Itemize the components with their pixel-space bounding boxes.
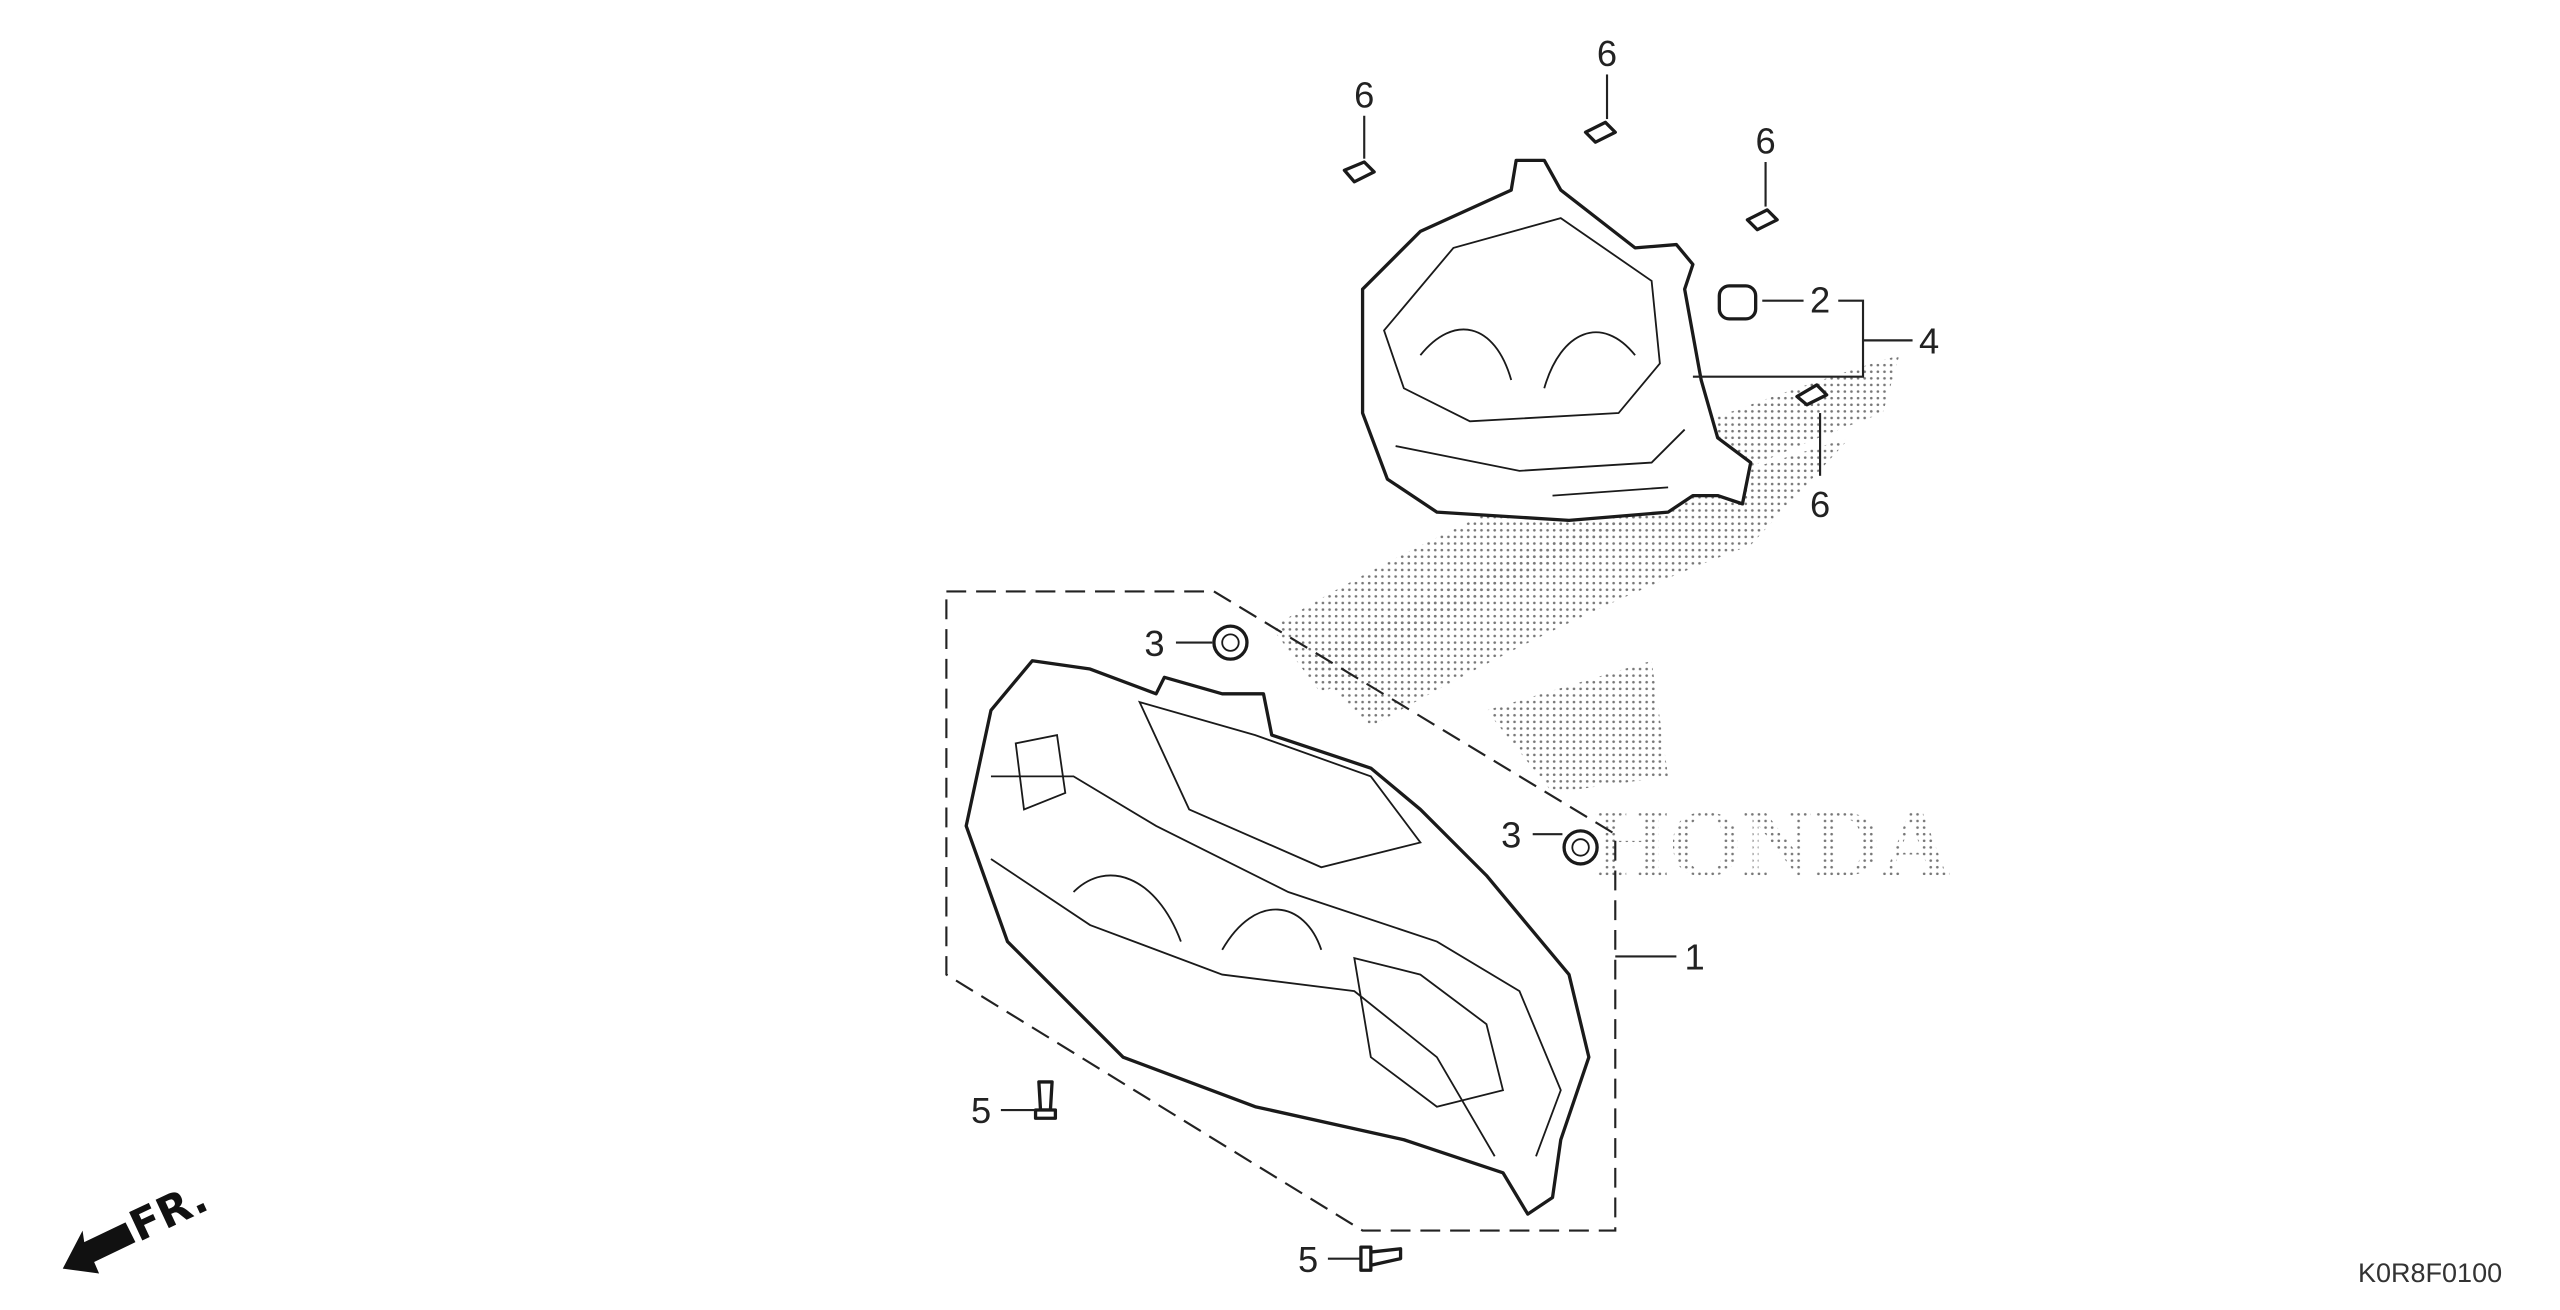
callout-1: 1 <box>1684 937 1704 978</box>
screw-6 <box>1745 208 1779 232</box>
grommet-part-3 <box>1562 829 1599 866</box>
callout-6: 6 <box>1354 74 1374 115</box>
screw-6 <box>1795 383 1829 407</box>
honda-watermark-text: HONDA <box>1594 790 1951 896</box>
callout-6: 6 <box>1810 484 1830 525</box>
grommet-part-3 <box>1212 624 1249 661</box>
leader-lines <box>1000 74 1913 1260</box>
front-arrow-icon <box>62 1222 136 1274</box>
front-direction-indicator: FR. <box>62 1173 215 1274</box>
callout-6: 6 <box>1755 121 1775 162</box>
callout-3: 3 <box>1501 814 1521 855</box>
callout-4: 4 <box>1919 321 1939 362</box>
callout-6: 6 <box>1597 33 1617 74</box>
callout-3: 3 <box>1144 623 1164 664</box>
screw-5 <box>1359 1245 1403 1272</box>
front-label: FR. <box>122 1173 215 1252</box>
honda-watermark: HONDA <box>1271 355 1951 896</box>
callout-2: 2 <box>1810 279 1830 320</box>
diagram-code: K0R8F0100 <box>2358 1258 2503 1288</box>
headlight-unit-part-1 <box>964 659 1591 1216</box>
grommet-part-2 <box>1717 284 1758 321</box>
callout-5: 5 <box>971 1090 991 1131</box>
callout-5: 5 <box>1298 1239 1318 1280</box>
screw-6 <box>1342 160 1376 184</box>
headlight-cover-part-4 <box>1360 158 1753 523</box>
screw-5 <box>1033 1080 1058 1120</box>
screw-6 <box>1583 120 1617 144</box>
